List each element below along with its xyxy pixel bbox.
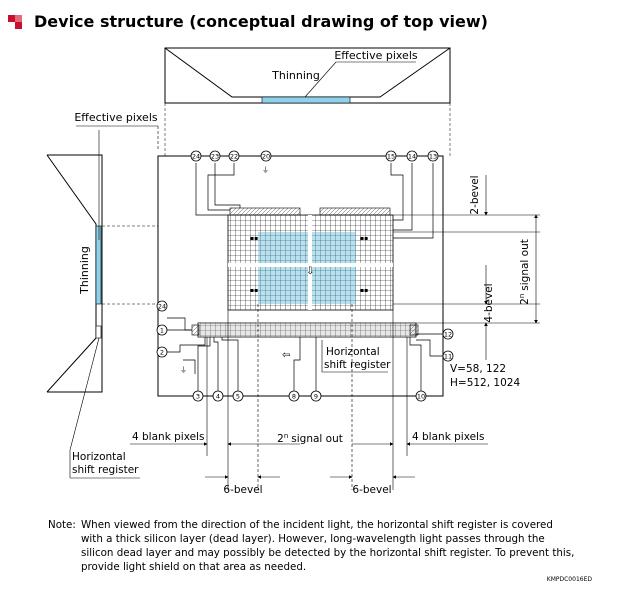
pixel-array: ⇩ ▪▪ ▪▪ ▪▪ ▪▪: [227, 207, 394, 311]
hsr-label-left-line1: Horizontal: [72, 451, 126, 463]
signal-out-label-vertical: 2nsignal out: [518, 239, 531, 305]
thinning-label-top: Thinning: [271, 69, 320, 82]
effective-pixels-label-left: Effective pixels: [74, 111, 158, 124]
svg-text:3: 3: [196, 393, 200, 401]
section-marker-icon: [8, 12, 26, 30]
four-blank-pixels-right: 4 blank pixels: [412, 431, 484, 443]
svg-text:11: 11: [444, 353, 452, 361]
svg-text:4: 4: [216, 393, 220, 401]
pin-15: 15: [385, 150, 397, 162]
hsr-label-left-line2: shift register: [72, 464, 139, 476]
pin-22: 24: [190, 150, 202, 162]
hsr-label-line2: shift register: [324, 359, 391, 371]
svg-text:⏚: ⏚: [262, 166, 269, 174]
svg-text:10: 10: [417, 393, 425, 401]
pins: 24 23 22 20 15 14 13 24 1 2 3 4 5 8 9 10…: [156, 150, 454, 402]
pin-1: 1: [156, 324, 168, 336]
svg-text:▪▪: ▪▪: [250, 235, 258, 242]
pin-5: 5: [232, 390, 244, 402]
four-bevel-label: 4-bevel: [483, 283, 495, 322]
left-arrow-icon: ⇦: [282, 350, 290, 361]
pin-9: 9: [310, 390, 322, 402]
down-arrow-icon: ⇩: [306, 266, 314, 277]
pin-10: 10: [415, 390, 427, 402]
svg-text:▪▪: ▪▪: [360, 287, 368, 294]
effective-pixels-label-top: Effective pixels: [334, 49, 418, 62]
svg-text:20: 20: [262, 153, 270, 161]
pin-11: 11: [442, 350, 454, 362]
svg-text:12: 12: [444, 331, 452, 339]
svg-text:9: 9: [314, 393, 318, 401]
svg-text:22: 22: [230, 153, 238, 161]
vertical-dimensions: [393, 175, 540, 360]
effective-pixels-region-top: [261, 96, 351, 104]
horizontal-dimensions: [130, 304, 488, 490]
thinning-label-left: Thinning: [78, 246, 91, 295]
svg-text:23: 23: [211, 153, 219, 161]
svg-text:5: 5: [236, 393, 240, 401]
h-values: H=512, 1024: [450, 377, 520, 389]
svg-text:2nsignal out: 2nsignal out: [518, 239, 531, 305]
svg-text:24: 24: [192, 153, 200, 161]
document-code: KMPDC0016ED: [546, 576, 592, 583]
pin-2: 2: [156, 346, 168, 358]
svg-text:24: 24: [158, 303, 166, 311]
left-cross-section: Thinning Effective pixels: [46, 111, 159, 451]
svg-text:2: 2: [160, 349, 164, 357]
note-label: Note:: [48, 519, 76, 531]
svg-text:15: 15: [387, 153, 395, 161]
pin-20: 20: [260, 150, 272, 162]
pin-21: 22: [228, 150, 240, 162]
hsr-label-line1: Horizontal: [326, 346, 380, 358]
six-bevel-label-left: 6-bevel: [223, 484, 262, 496]
pin-14: 14: [406, 150, 418, 162]
chip-outline: [157, 155, 444, 397]
svg-text:8: 8: [292, 393, 296, 401]
pin-8: 8: [288, 390, 300, 402]
effective-pixels-region-left: [95, 225, 102, 305]
svg-text:⏚: ⏚: [180, 366, 187, 374]
svg-text:▪▪: ▪▪: [250, 287, 258, 294]
note-text: When viewed from the direction of the in…: [81, 519, 575, 573]
section-header: Device structure (conceptual drawing of …: [8, 8, 488, 34]
pin-12: 12: [442, 328, 454, 340]
svg-text:▪▪: ▪▪: [360, 235, 368, 242]
wiring: [165, 163, 448, 396]
horizontal-shift-register: ⇦ Horizontal shift register: [191, 322, 419, 373]
svg-text:14: 14: [408, 153, 416, 161]
v-values: V=58, 122: [450, 363, 506, 375]
pin-4: 4: [212, 390, 224, 402]
svg-text:13: 13: [429, 153, 437, 161]
top-cross-section: Thinning Effective pixels: [164, 47, 451, 104]
two-bevel-label: 2-bevel: [469, 175, 481, 214]
svg-text:1: 1: [160, 327, 164, 335]
pin-3: 3: [192, 390, 204, 402]
four-blank-pixels-left: 4 blank pixels: [132, 431, 204, 443]
page-title: Device structure (conceptual drawing of …: [34, 11, 488, 31]
pin-13: 13: [427, 150, 439, 162]
pin-23: 23: [209, 150, 221, 162]
pin-24: 24: [156, 300, 168, 312]
six-bevel-label-right: 6-bevel: [352, 484, 391, 496]
